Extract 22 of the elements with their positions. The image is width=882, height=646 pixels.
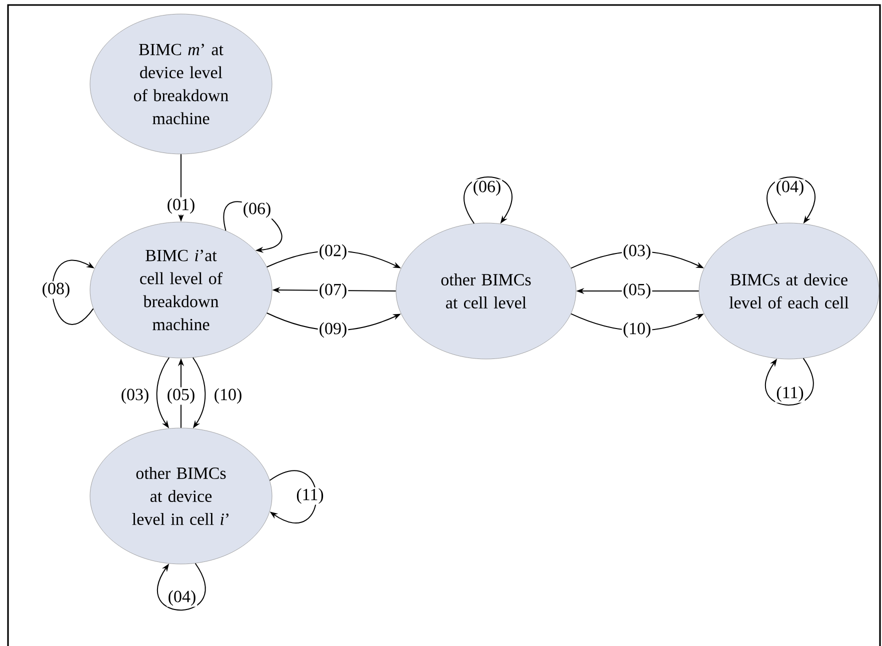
edge-label: (01) bbox=[166, 197, 196, 215]
edge-label: (06) bbox=[242, 201, 272, 219]
edge-label: (04) bbox=[166, 589, 198, 607]
arrow bbox=[156, 562, 206, 611]
edge-label: (06) bbox=[472, 179, 502, 197]
edge-label: (08) bbox=[40, 281, 72, 299]
edge-label: (09) bbox=[318, 321, 348, 339]
edge-label: (05) bbox=[166, 387, 196, 405]
arrow bbox=[764, 358, 814, 406]
edge-label: (03) bbox=[120, 387, 150, 405]
arrow bbox=[766, 176, 816, 224]
edge-label: (02) bbox=[318, 243, 348, 261]
arrow bbox=[269, 470, 317, 524]
edge-label: (10) bbox=[212, 387, 244, 405]
edge-label: (04) bbox=[774, 179, 806, 197]
edge-label: (11) bbox=[775, 385, 805, 403]
arrow bbox=[464, 176, 512, 224]
edge-label: (03) bbox=[622, 243, 652, 261]
edge-label: (05) bbox=[622, 282, 652, 300]
edge-label: (11) bbox=[295, 487, 325, 505]
edge-label: (10) bbox=[622, 321, 652, 339]
edge-label: (07) bbox=[318, 282, 348, 300]
